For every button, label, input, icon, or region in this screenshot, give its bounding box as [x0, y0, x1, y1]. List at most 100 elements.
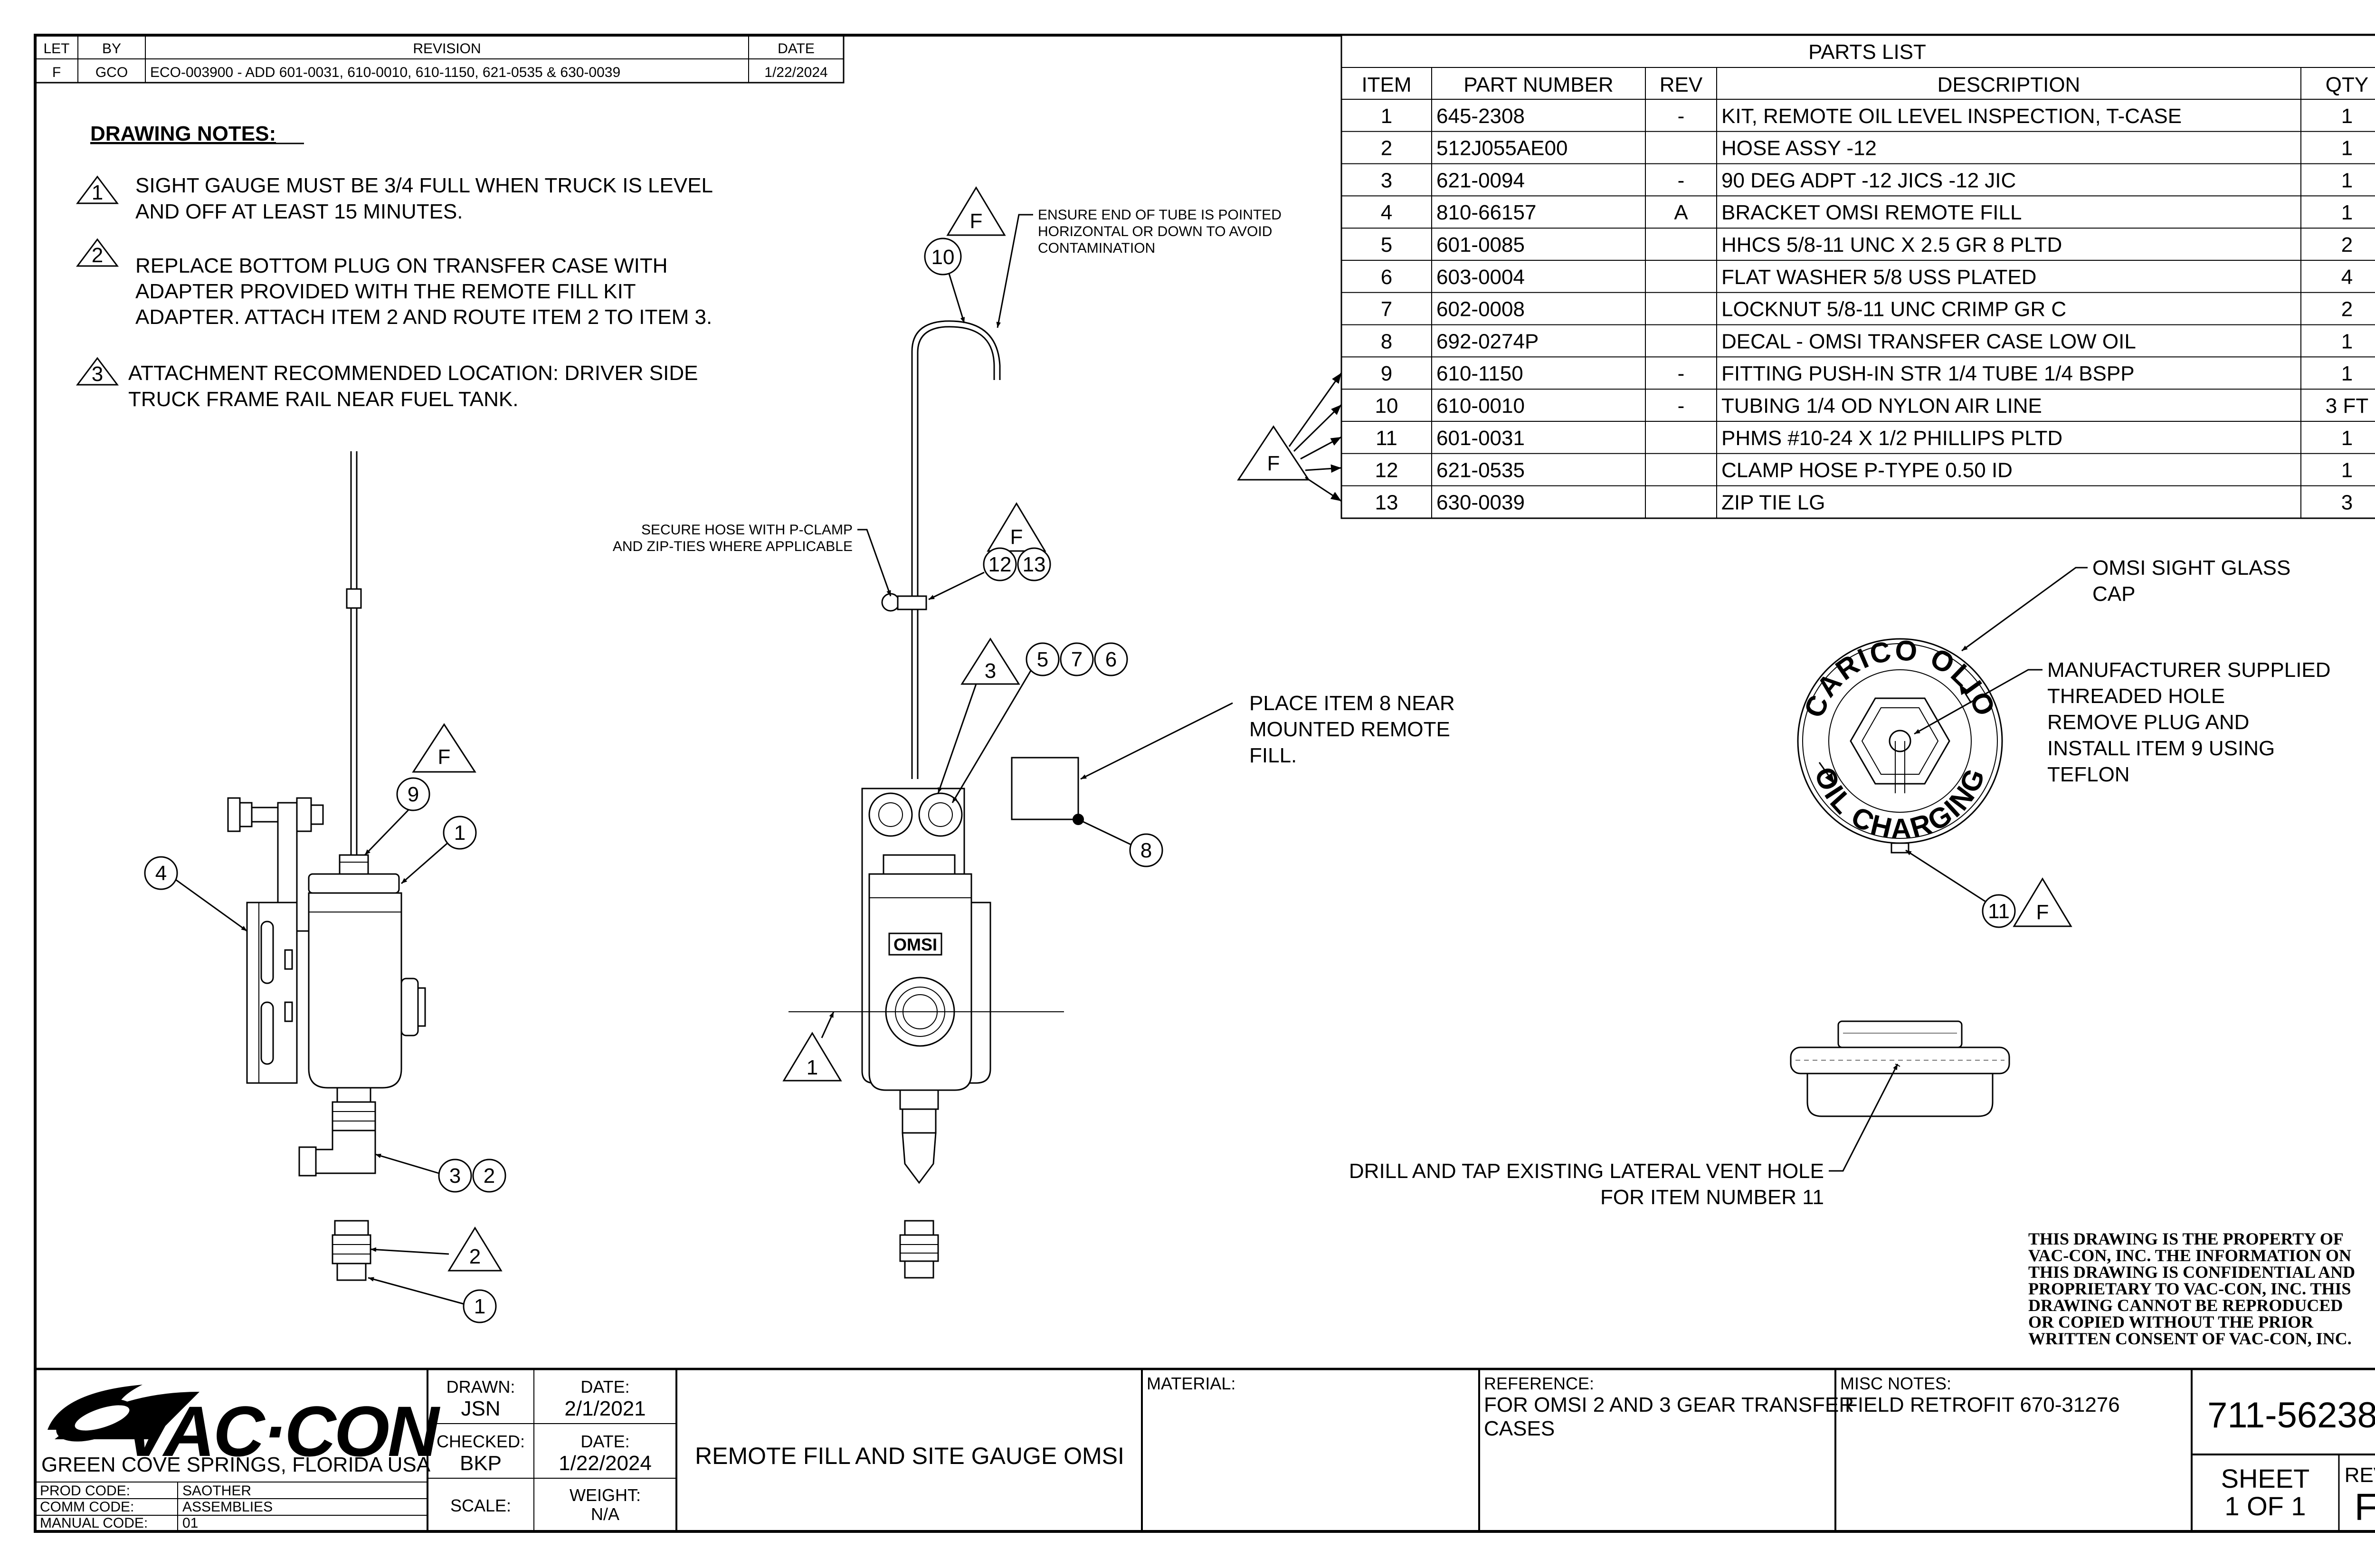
parts-header-part-number: PART NUMBER [1463, 73, 1613, 96]
balloon-8-num: 8 [1140, 839, 1152, 862]
checked-value: BKP [460, 1452, 502, 1475]
threaded-hole-line-3: REMOVE PLUG AND [2047, 711, 2249, 734]
balloon-11-num: 11 [1988, 900, 2010, 923]
parts-cell-part-number: 810-66157 [1436, 201, 1536, 224]
drill-tap-line-2: FOR ITEM NUMBER 11 [1600, 1186, 1824, 1209]
center-callouts: F ENSURE END OF TUBE IS POINTED HORIZONT… [613, 186, 1455, 1082]
parts-cell-part-number: 610-1150 [1436, 362, 1523, 385]
parts-cell-part-number: 692-0274P [1436, 330, 1539, 353]
threaded-hole-line-1: MANUFACTURER SUPPLIED [2047, 658, 2331, 682]
balloon-7-num: 7 [1071, 648, 1083, 671]
flag-f-cap-letter: F [2036, 901, 2049, 924]
manual-code-value: 01 [182, 1515, 198, 1531]
note-flag-1-center-num: 1 [807, 1056, 818, 1079]
parts-cell-qty: 4 [2341, 266, 2353, 289]
balloon-13 [1017, 547, 1051, 581]
parts-cell-item: 3 [1381, 169, 1392, 192]
parts-cell-description: PHMS #10-24 X 1/2 PHILLIPS PLTD [1721, 427, 2062, 450]
balloon-1-left-bottom [463, 1289, 497, 1323]
rev-value: F [2355, 1486, 2375, 1528]
ensure-tube-line-2: HORIZONTAL OR DOWN TO AVOID [1038, 224, 1272, 239]
rev-header-date: DATE [778, 41, 815, 57]
threaded-hole-line-5: TEFLON [2047, 763, 2130, 786]
balloon-10 [924, 238, 962, 276]
balloon-1-left-top-num: 1 [454, 821, 466, 845]
parts-cell-part-number: 601-0031 [1436, 427, 1525, 450]
reference-label: REFERENCE: [1484, 1374, 1594, 1393]
note-flag-2 [76, 238, 119, 267]
balloon-11 [1982, 894, 2016, 928]
parts-rev-flag-letter: F [1267, 452, 1280, 475]
place-item8-line-2: MOUNTED REMOTE [1249, 718, 1450, 741]
parts-row: 5 601-0085 HHCS 5/8-11 UNC X 2.5 GR 8 PLTD… [1381, 233, 2353, 257]
left-callouts: F 9 1 4 3 2 2 1 [144, 723, 506, 1323]
parts-cell-part-number: 621-0094 [1436, 169, 1525, 192]
material-label: MATERIAL: [1147, 1374, 1235, 1393]
reference-line-1: FOR OMSI 2 AND 3 GEAR TRANSFER [1484, 1393, 1854, 1416]
parts-cell-qty: 1 [2341, 330, 2353, 353]
parts-cell-description: HHCS 5/8-11 UNC X 2.5 GR 8 PLTD [1721, 233, 2062, 257]
secure-hose-line-2: AND ZIP-TIES WHERE APPLICABLE [613, 539, 853, 554]
flag-f-tube [946, 186, 1006, 236]
parts-cell-rev: A [1674, 201, 1688, 224]
balloon-1-left-top [443, 816, 477, 850]
flag-f-left-letter: F [438, 745, 451, 769]
rev-header-revision: REVISION [413, 41, 481, 57]
flag-f-tube-letter: F [970, 209, 983, 233]
parts-cell-item: 5 [1381, 233, 1392, 257]
parts-cell-qty: 1 [2341, 105, 2353, 128]
parts-cell-part-number: 603-0004 [1436, 266, 1525, 289]
parts-cell-item: 12 [1375, 459, 1398, 482]
parts-cell-part-number: 512J055AE00 [1436, 137, 1568, 160]
balloon-9-left-num: 9 [408, 783, 419, 806]
parts-cell-qty: 2 [2341, 233, 2353, 257]
note-flag-3-num: 3 [92, 362, 103, 386]
note-flag-3-center [960, 637, 1020, 685]
rev-row-let: F [52, 65, 61, 80]
drawn-date-label: DATE: [580, 1377, 629, 1397]
parts-cell-item: 7 [1381, 298, 1392, 321]
parts-cell-qty: 3 FT [2326, 394, 2368, 418]
balloon-6-num: 6 [1105, 648, 1117, 671]
omsi-label: OMSI [893, 935, 937, 954]
parts-cell-qty: 1 [2341, 362, 2353, 385]
parts-cell-item: 10 [1375, 394, 1398, 418]
secure-hose-line-1: SECURE HOSE WITH P-CLAMP [641, 522, 853, 538]
balloon-5-num: 5 [1037, 648, 1048, 671]
misc-value: FIELD RETROFIT 670-31276 [1845, 1393, 2120, 1416]
parts-rev-flag: F [1237, 372, 1342, 502]
parts-cell-item: 1 [1381, 105, 1392, 128]
parts-cell-description: HOSE ASSY -12 [1721, 137, 1877, 160]
prod-code-value: SAOTHER [182, 1483, 251, 1499]
drill-tap-line-1: DRILL AND TAP EXISTING LATERAL VENT HOLE [1349, 1159, 1824, 1183]
weight-value: N/A [591, 1504, 619, 1524]
parts-header-item: ITEM [1361, 73, 1411, 96]
parts-cell-item: 8 [1381, 330, 1392, 353]
parts-cell-part-number: 602-0008 [1436, 298, 1525, 321]
balloon-2-left-num: 2 [484, 1164, 495, 1188]
drawing-title: REMOTE FILL AND SITE GAUGE OMSI [695, 1443, 1124, 1469]
parts-cell-part-number: 601-0085 [1436, 233, 1525, 257]
parts-cell-rev: - [1678, 169, 1685, 192]
note-flag-2-num: 2 [92, 244, 103, 267]
sheet-value: 1 OF 1 [2224, 1491, 2306, 1521]
cap-detail: CARICO OLIO OIL CHARGING OMSI SIGHT GLAS… [1349, 556, 2331, 1209]
parts-cell-part-number: 645-2308 [1436, 105, 1525, 128]
misc-label: MISC NOTES: [1840, 1374, 1951, 1393]
weight-label: WEIGHT: [570, 1485, 641, 1505]
parts-cell-item: 13 [1375, 491, 1398, 514]
rev-row-by: GCO [95, 65, 128, 80]
note-2-line-3: ADAPTER. ATTACH ITEM 2 AND ROUTE ITEM 2 … [135, 305, 712, 329]
parts-list: PARTS LIST ITEM PART NUMBER REV DESCRIPT… [1340, 34, 2375, 519]
parts-cell-description: FITTING PUSH-IN STR 1/4 TUBE 1/4 BSPP [1721, 362, 2135, 385]
